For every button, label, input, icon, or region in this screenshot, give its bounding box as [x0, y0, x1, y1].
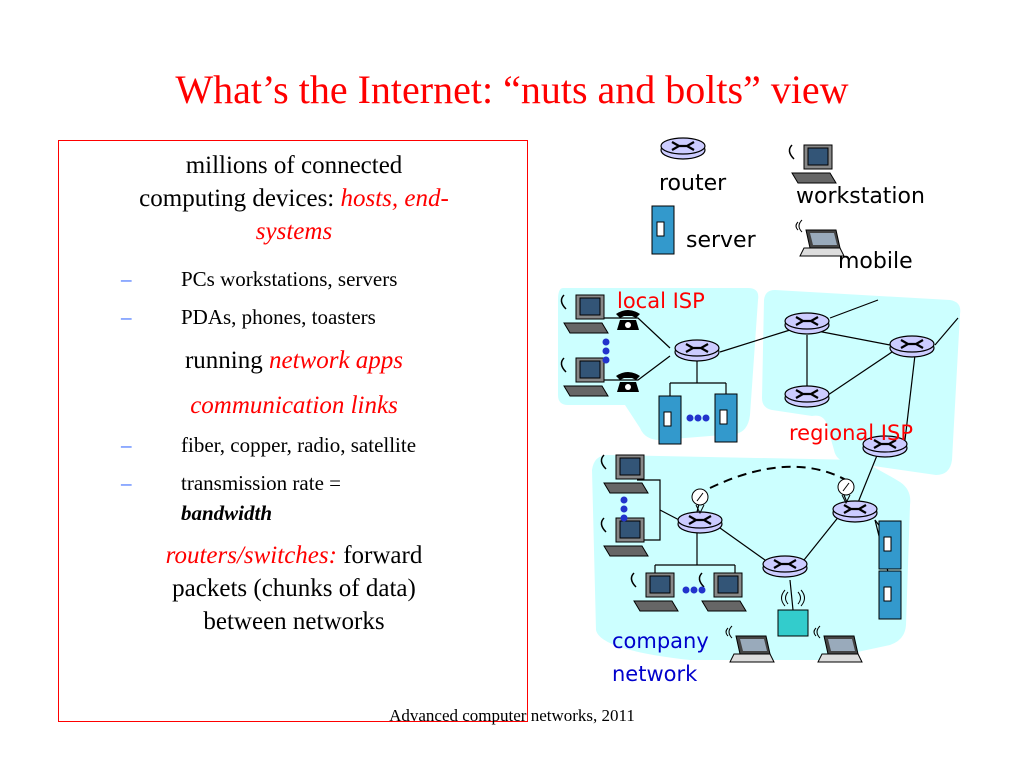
slide-title: What’s the Internet: “nuts and bolts” vi… [175, 67, 849, 112]
network-diagram: router workstation server mobile local I… [558, 136, 961, 686]
wireless-base-station-icon [777, 589, 809, 637]
legend-mobile-label: mobile [838, 249, 913, 274]
content-box: millions of connected computing devices:… [58, 140, 528, 722]
bullet-running: running network apps [59, 344, 529, 377]
router-icon [761, 554, 809, 579]
legend-router-label: router [659, 171, 727, 196]
server-icon [714, 393, 738, 443]
router-icon [831, 499, 879, 524]
bullet-routers-line2: packets (chunks of data) [172, 575, 416, 602]
bullet-routers: routers/switches: forward packets (chunk… [59, 539, 529, 638]
router-icon [888, 334, 936, 359]
ellipsis-dots [602, 338, 710, 594]
server-icon [878, 570, 902, 620]
sub-bullet-fiber-text: fiber, copper, radio, satellite [181, 433, 417, 457]
bullet-running-plain: running [184, 347, 269, 374]
sub-bullet-rate-text: transmission rate = [181, 471, 341, 495]
sub-bullet-pcs-text: PCs workstations, servers [181, 267, 398, 291]
legend-router-icon [659, 136, 707, 161]
bullet-routers-line3: between networks [203, 608, 385, 635]
bullet-routers-red: routers/switches: [165, 542, 337, 569]
router-icon [676, 510, 724, 535]
company-network-label-line1: company [612, 629, 709, 653]
dash-marker: – [121, 471, 132, 495]
bullet-devices-line2: computing devices: hosts, end- [59, 182, 529, 215]
legend-mobile-icon [795, 219, 845, 257]
sub-bullet-bandwidth-text: bandwidth [181, 501, 273, 525]
router-icon [783, 311, 831, 336]
local-isp-cloud [558, 288, 759, 440]
router-icon [673, 338, 721, 363]
bullet-routers-plain: forward [336, 542, 423, 569]
bullet-devices-plain: computing devices: [139, 185, 341, 212]
router-icon [783, 384, 831, 409]
sub-bullet-pdas-text: PDAs, phones, toasters [181, 305, 376, 329]
legend-workstation-label: workstation [796, 184, 925, 209]
server-icon [658, 395, 682, 445]
bullet-devices-line3: systems [255, 218, 333, 245]
network-links [603, 299, 959, 611]
bullet-devices-hosts: hosts, end- [340, 185, 449, 212]
legend-workstation-icon [788, 144, 837, 184]
bullet-devices-line1: millions of connected [185, 152, 403, 179]
server-icon [878, 520, 902, 570]
regional-isp-label: regional ISP [789, 421, 913, 445]
footer: Advanced computer networks, 2011 [389, 706, 635, 725]
dash-marker: – [121, 433, 132, 457]
dash-marker: – [121, 267, 132, 291]
dash-marker: – [121, 305, 132, 329]
bullet-running-apps: network apps [269, 347, 404, 374]
legend-server-icon [651, 205, 675, 255]
company-network-label-line2: network [612, 662, 698, 686]
legend-server-label: server [686, 228, 757, 253]
local-isp-label: local ISP [617, 289, 705, 313]
bullet-devices: millions of connected computing devices:… [59, 149, 529, 248]
bullet-links: communication links [190, 392, 398, 419]
bullet-routers-line1: routers/switches: forward [59, 539, 529, 572]
